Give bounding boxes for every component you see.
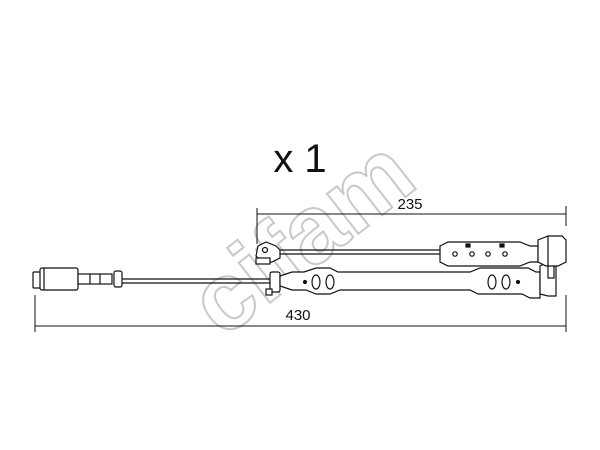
dimension-long-wire bbox=[34, 295, 567, 332]
dimension-label-430: 430 bbox=[285, 307, 310, 324]
long-sensor-wire bbox=[32, 261, 557, 299]
quantity-label: x 1 bbox=[273, 137, 326, 181]
connector-plug bbox=[32, 267, 123, 291]
dimension-label-235: 235 bbox=[397, 196, 422, 213]
sensor-tip-short bbox=[537, 235, 567, 267]
short-sensor-wire bbox=[255, 235, 567, 267]
sensor-body-long bbox=[279, 267, 541, 299]
dimension-short-wire bbox=[256, 206, 567, 244]
